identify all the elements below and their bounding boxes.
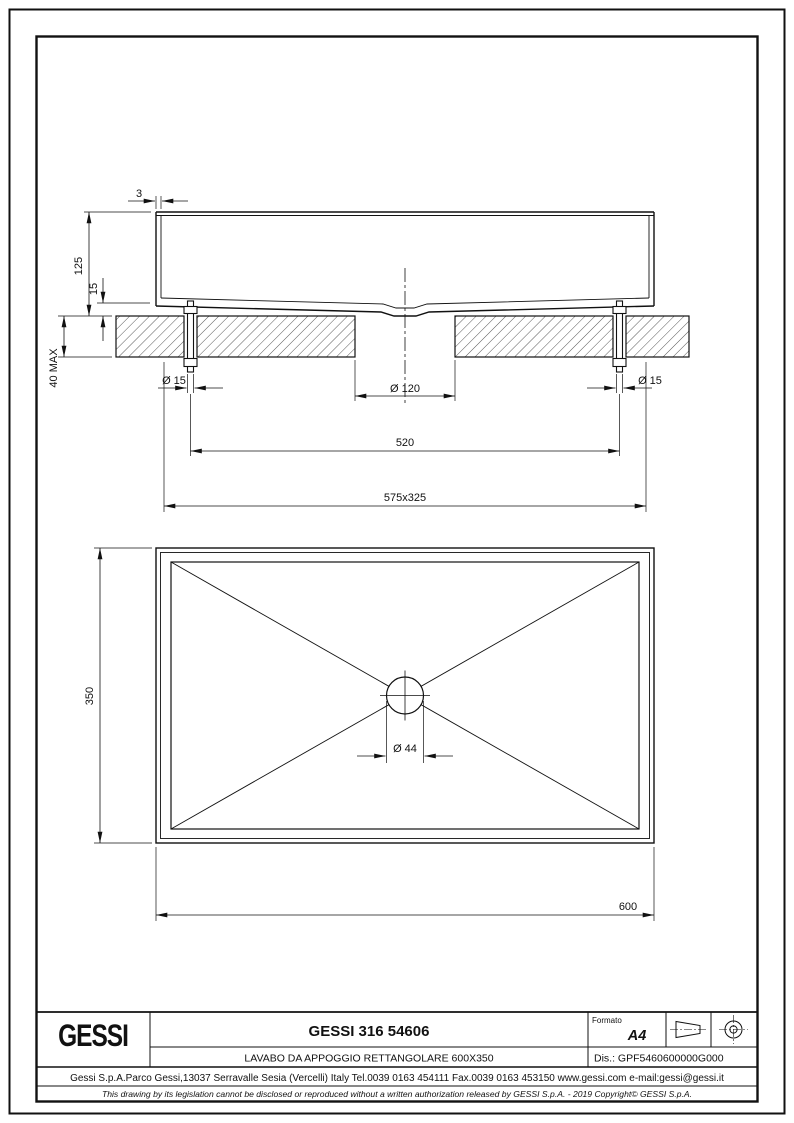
company-contact-line: Gessi S.p.A.Parco Gessi,13037 Serravalle… <box>70 1073 724 1084</box>
projection-circle-icon <box>719 1015 748 1044</box>
dim-cutout-size-label: 575x325 <box>384 492 426 504</box>
dim-cutout-size: 575x325 <box>163 362 647 512</box>
first-angle-projection-icon <box>670 1020 706 1039</box>
dim-hole-spacing: 520 <box>190 394 620 456</box>
plan-view: Ø 44 350 600 <box>84 547 655 921</box>
dim-counter-thickness: 40 MAX <box>48 316 112 388</box>
format-value: A4 <box>627 1028 647 1044</box>
dim-drain-hole: Ø 44 <box>357 701 453 763</box>
dim-drain-cutout-label: Ø 120 <box>390 383 420 395</box>
dim-hole-left-label: Ø 15 <box>162 375 186 387</box>
dim-plan-depth-label: 350 <box>84 687 96 705</box>
dim-hole-spacing-label: 520 <box>396 437 414 449</box>
fixing-stud-right <box>612 300 627 373</box>
dim-basin-height-label: 125 <box>73 257 85 275</box>
dim-plan-width-label: 600 <box>619 901 637 913</box>
dim-plan-depth: 350 <box>84 547 152 844</box>
dim-rim-thickness: 3 <box>128 188 188 209</box>
dim-bottom-offset: 15 <box>88 278 150 341</box>
legal-disclaimer: This drawing by its legislation cannot b… <box>102 1089 692 1099</box>
dim-rim-thickness-label: 3 <box>136 188 142 200</box>
fixing-stud-left <box>183 300 198 373</box>
company-logo: GESSI <box>58 1018 128 1052</box>
title-block: GESSI GESSI 316 54606 LAVABO DA APPOGGIO… <box>36 1011 758 1099</box>
sheet-border <box>8 8 786 1115</box>
section-view: 3 125 15 40 MAX Ø 15 <box>48 188 690 512</box>
dim-bottom-offset-label: 15 <box>88 283 100 295</box>
format-label: Formato <box>592 1016 622 1025</box>
dim-drain-cutout: Ø 120 <box>354 360 456 401</box>
countertop-hatched <box>115 315 690 358</box>
drain-hole <box>380 670 430 721</box>
dim-hole-right-label: Ø 15 <box>638 375 662 387</box>
title-block-lines <box>36 1011 758 1087</box>
dim-hole-left: Ø 15 <box>158 374 223 393</box>
dim-basin-height: 125 <box>58 211 151 317</box>
dim-counter-thickness-label: 40 MAX <box>48 348 60 388</box>
product-code: GESSI 316 54606 <box>309 1023 430 1040</box>
product-description: LAVABO DA APPOGGIO RETTANGOLARE 600X350 <box>244 1053 493 1065</box>
dim-plan-width: 600 <box>155 847 655 921</box>
dim-drain-hole-label: Ø 44 <box>393 743 417 755</box>
drawing-code: Dis.: GPF5460600000G000 <box>594 1053 724 1065</box>
dim-hole-right: Ø 15 <box>587 374 662 393</box>
